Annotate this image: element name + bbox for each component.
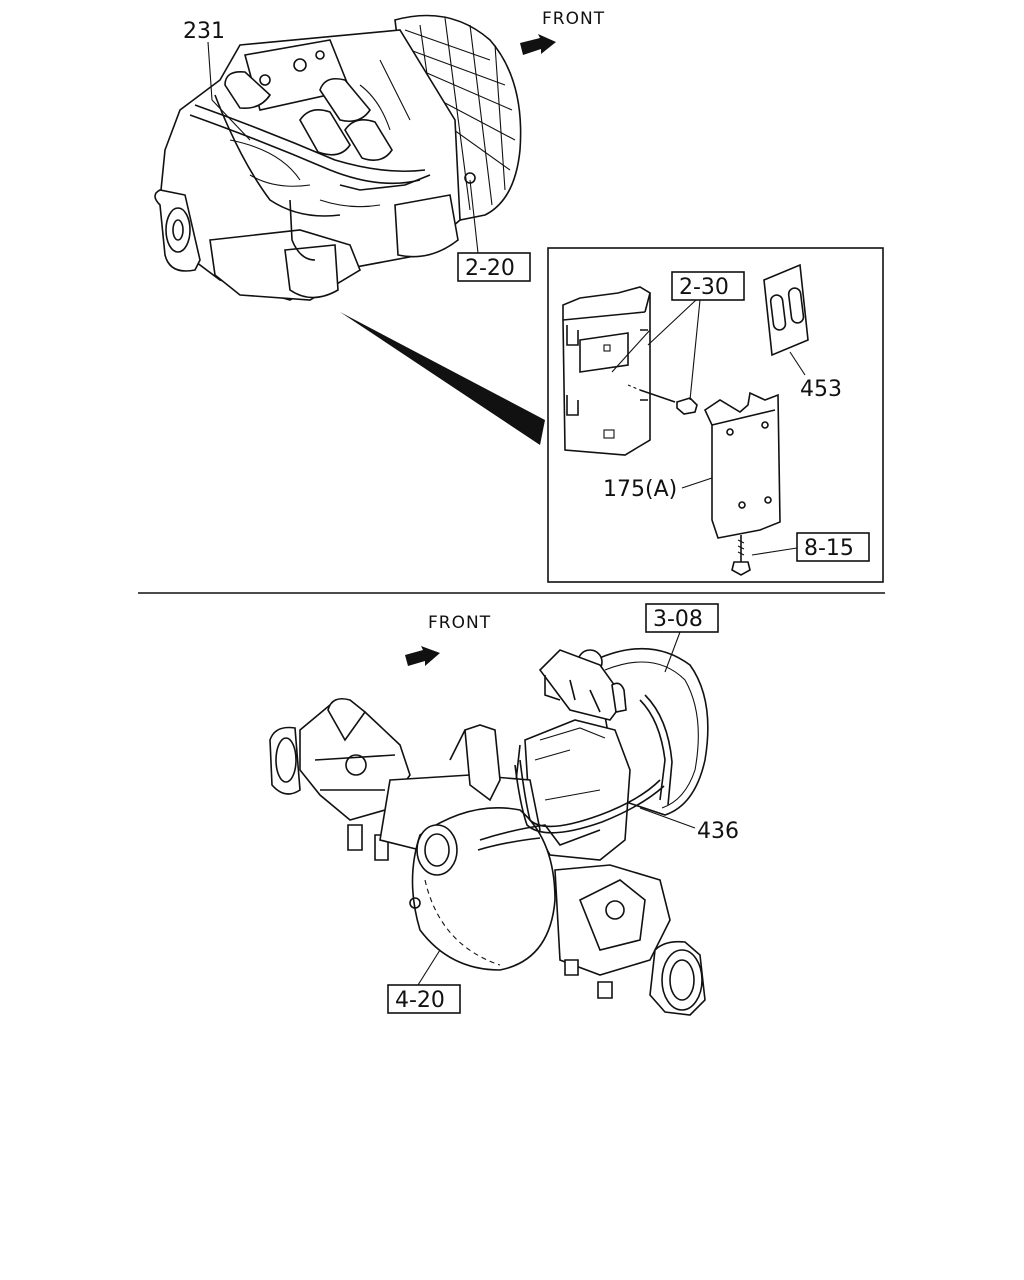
callout-8-15: 8-15 [804, 536, 854, 561]
callout-box-8-15 [796, 532, 870, 562]
callout-box-3-08 [645, 603, 719, 633]
leader-453 [789, 351, 806, 376]
axle-illustration [269, 647, 709, 1016]
plate-bolt-illustration [731, 535, 751, 576]
transmission-illustration [154, 14, 522, 301]
leader-2-20 [469, 179, 479, 254]
callout-box-2-30 [671, 271, 745, 301]
callout-4-20: 4-20 [395, 988, 445, 1013]
plate-illustration [703, 391, 781, 539]
bracket-illustration [562, 286, 651, 456]
bracket-bolt-illustration [627, 384, 698, 415]
leader-231 [207, 41, 251, 141]
leader-436 [639, 807, 696, 829]
detail-pointer [340, 312, 545, 445]
callout-box-4-20 [387, 984, 461, 1014]
transmission-front-label: FRONT [542, 9, 605, 29]
leader-175-a [681, 477, 713, 489]
leader-2-30 [647, 299, 701, 401]
axle-front-label: FRONT [428, 613, 491, 633]
leader-8-15 [751, 547, 798, 556]
transmission-front-arrow [520, 34, 556, 55]
callout-3-08: 3-08 [653, 607, 703, 632]
detail-frame [547, 247, 884, 583]
callout-box-2-20 [457, 252, 531, 282]
callout-436: 436 [697, 819, 739, 844]
axle-front-arrow [405, 646, 440, 666]
callout-231: 231 [183, 19, 225, 44]
callout-453: 453 [800, 377, 842, 402]
leader-3-08 [664, 631, 681, 673]
callout-2-30: 2-30 [679, 275, 729, 300]
callout-175-a: 175(A) [603, 477, 677, 502]
cover-illustration [763, 263, 809, 357]
leader-4-20 [417, 949, 441, 986]
callout-2-20: 2-20 [465, 256, 515, 281]
